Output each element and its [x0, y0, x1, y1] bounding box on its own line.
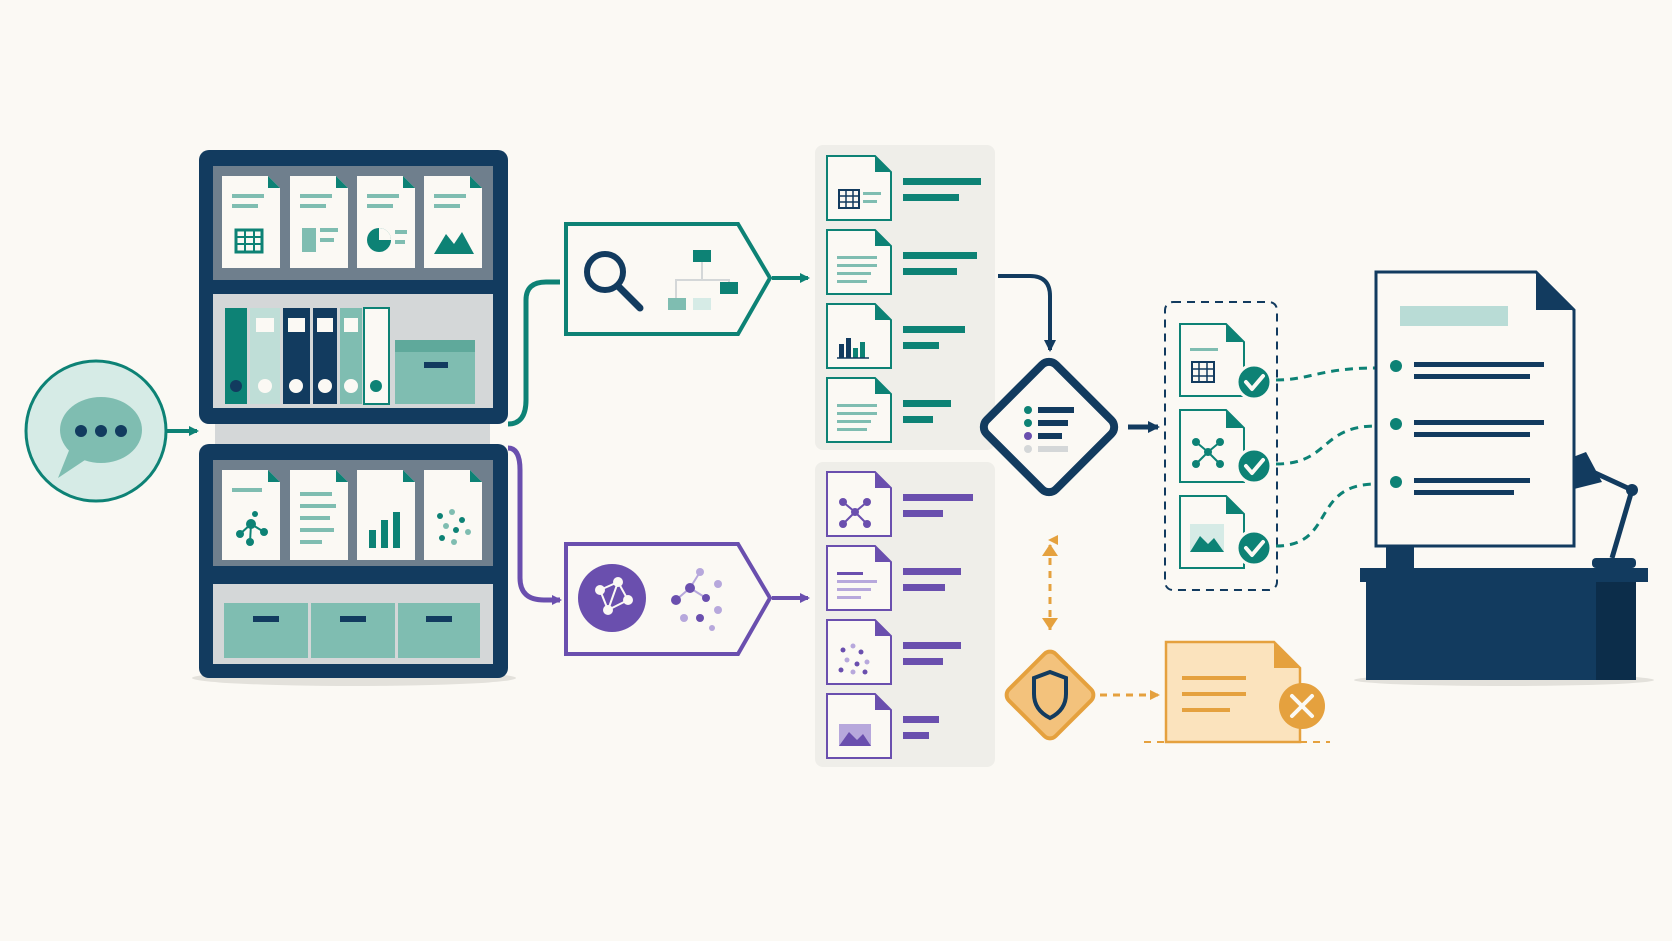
result-doc-table — [826, 155, 892, 221]
result-doc-text-2 — [826, 377, 892, 443]
shelf-documents-top — [222, 176, 482, 268]
merge-arrow — [998, 274, 1056, 352]
selected-doc-image — [1179, 495, 1245, 569]
teal-branch-line — [507, 279, 560, 427]
reranker-node — [979, 357, 1119, 497]
selected-doc-graph — [1179, 409, 1245, 483]
shelf-documents-bottom — [222, 470, 482, 560]
context-links — [1275, 366, 1377, 548]
purple-branch-line — [507, 445, 562, 605]
chat-bubble-icon — [58, 397, 142, 478]
ranked-list-icon — [1024, 406, 1074, 453]
selected-context-group — [1164, 301, 1278, 591]
keyword-search-node — [564, 222, 810, 336]
check-circle-icon — [1235, 447, 1273, 485]
result-doc-text-purple — [826, 545, 892, 611]
user-query-node — [24, 359, 199, 503]
result-doc-image — [826, 693, 892, 759]
graph-network-icon — [578, 564, 646, 632]
selected-doc-table — [1179, 323, 1245, 397]
rejected-document — [1144, 640, 1330, 744]
result-doc-scatter — [826, 619, 892, 685]
lexical-results-panel — [815, 145, 995, 450]
final-answer-document — [1374, 270, 1576, 548]
shield-icon — [1032, 669, 1068, 721]
x-circle-icon — [1279, 683, 1325, 729]
result-doc-chart — [826, 303, 892, 369]
hierarchy-icon — [668, 250, 738, 310]
result-doc-text — [826, 229, 892, 295]
semantic-results-panel — [815, 462, 995, 767]
check-circle-icon — [1235, 529, 1273, 567]
knowledge-store-cabinet — [192, 150, 516, 686]
guardrail-node — [1004, 649, 1096, 741]
final-doc-title-bar — [1400, 306, 1508, 326]
cabinet-drawers — [224, 603, 480, 658]
check-circle-icon — [1235, 363, 1273, 401]
embedding-scatter-icon — [671, 568, 722, 631]
magnifier-icon — [584, 251, 644, 312]
desk-scene — [1354, 452, 1654, 686]
binders-row — [225, 307, 475, 405]
vector-search-node — [564, 542, 810, 656]
result-doc-graph — [826, 471, 892, 537]
